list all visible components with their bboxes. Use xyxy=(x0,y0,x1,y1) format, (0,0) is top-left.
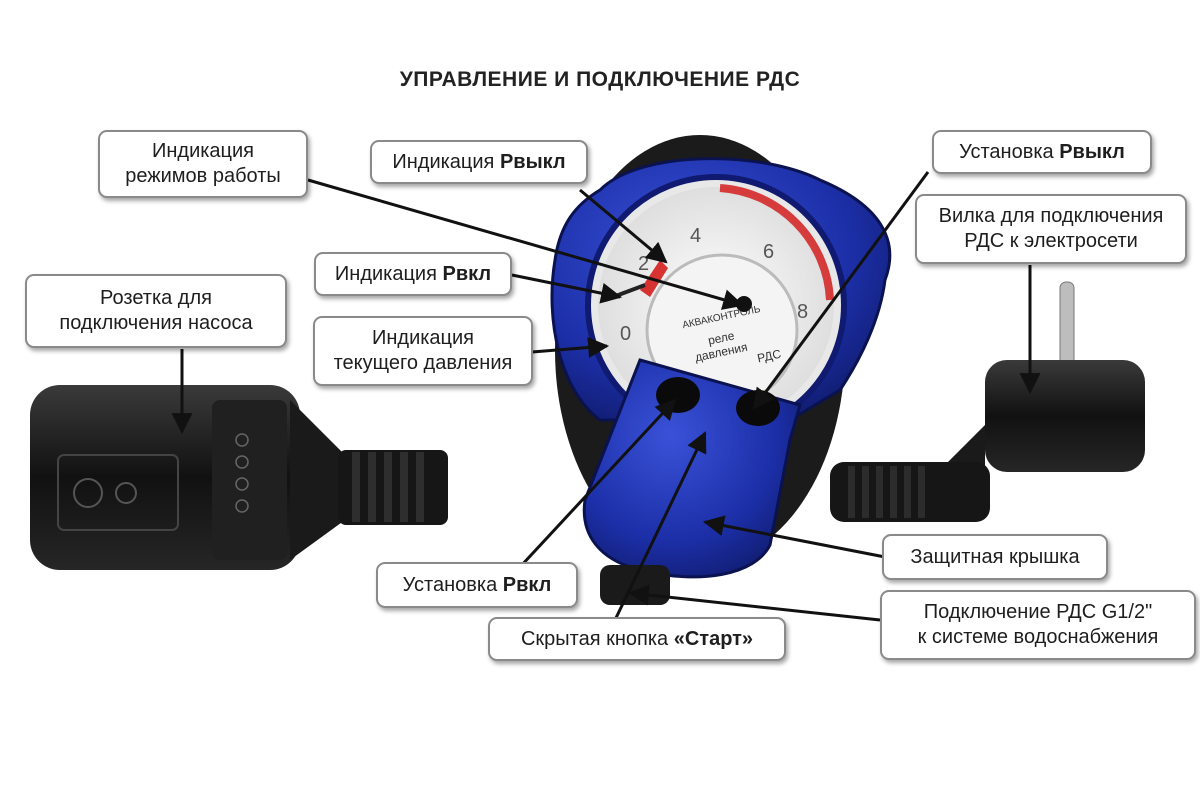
scale-number: 2 xyxy=(638,253,649,275)
callout-line: РДС к электросети xyxy=(964,230,1138,252)
callout-text: Скрытая кнопка xyxy=(520,627,674,650)
callout-protective-cover: Защитная крышка xyxy=(882,534,1108,580)
scale-number: 8 xyxy=(797,301,808,323)
scale-number: 4 xyxy=(690,225,701,247)
callout-p-on-setting: Установка Рвкл xyxy=(376,562,578,608)
callout-text: Индикация xyxy=(392,150,500,173)
pump-socket xyxy=(30,385,448,570)
callout-bold: Рвкл xyxy=(502,573,552,596)
pressure-switch: 0 2 4 6 8 АКВАКОНТРОЛЬ реле давления РДС xyxy=(550,135,892,605)
callout-text: Индикация xyxy=(334,262,443,285)
callout-operating-modes: Индикация режимов работы xyxy=(98,130,308,198)
dial-text: РДС xyxy=(756,347,783,366)
callout-line: текущего давления xyxy=(333,352,513,374)
callout-line: Индикация xyxy=(371,327,475,349)
scale-number: 6 xyxy=(763,241,774,263)
callout-line: Розетка для xyxy=(100,287,212,309)
callout-line: Подключение РДС G1/2" xyxy=(923,601,1153,623)
callout-line: режимов работы xyxy=(125,165,281,187)
callout-start-button: Скрытая кнопка «Старт» xyxy=(488,617,786,661)
callout-p-off-indication: Индикация Рвыкл xyxy=(370,140,588,184)
callout-line: Индикация xyxy=(151,140,255,162)
callout-p-on-indication: Индикация Рвкл xyxy=(314,252,512,296)
scale-number: 0 xyxy=(620,323,631,345)
callout-mains-plug: Вилка для подключения РДС к электросети xyxy=(915,194,1187,264)
callout-line: к системе водоснабжения xyxy=(917,626,1159,648)
callout-bold: «Старт» xyxy=(673,627,754,650)
callout-text: Защитная крышка xyxy=(910,545,1080,568)
callout-text: Установка xyxy=(402,573,503,596)
callout-water-connection: Подключение РДС G1/2" к системе водоснаб… xyxy=(880,590,1196,660)
callout-p-off-setting: Установка Рвыкл xyxy=(932,130,1152,174)
callout-line: подключения насоса xyxy=(59,312,253,334)
callout-pump-socket: Розетка для подключения насоса xyxy=(25,274,287,348)
callout-text: Установка xyxy=(959,140,1060,163)
callout-bold: Рвыкл xyxy=(499,150,566,173)
page-title: УПРАВЛЕНИЕ И ПОДКЛЮЧЕНИЕ РДС xyxy=(399,68,801,91)
dial-text: реле xyxy=(707,328,736,347)
callout-line: Вилка для подключения xyxy=(938,205,1164,227)
callout-current-pressure: Индикация текущего давления xyxy=(313,316,533,386)
callout-bold: Рвкл xyxy=(442,262,492,285)
callout-bold: Рвыкл xyxy=(1059,140,1125,163)
leader-arrows xyxy=(171,171,1041,622)
